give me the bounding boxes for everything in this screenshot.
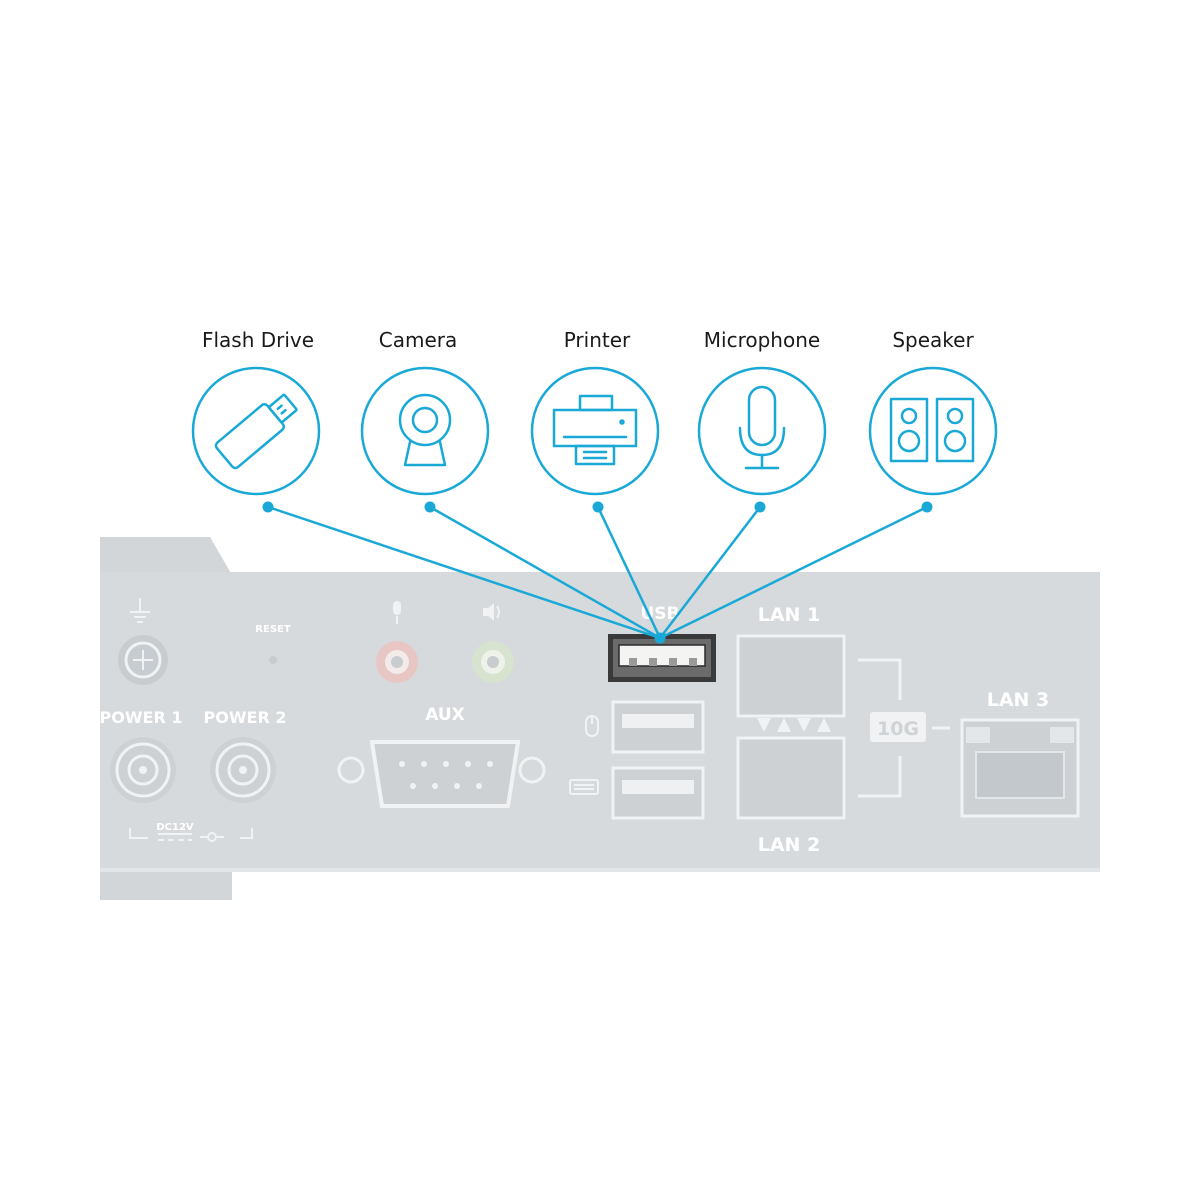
usb-port-keyboard: [611, 766, 705, 820]
mic-symbol-icon: [393, 601, 401, 624]
speaker-icon: [868, 366, 998, 496]
webcam-icon: [360, 366, 490, 496]
speaker-symbol-icon: [483, 603, 500, 621]
ground-symbol-icon: [130, 598, 150, 623]
ground-screw: [118, 635, 168, 685]
dc-label: DC12V: [156, 822, 194, 833]
lan1-sfp-cage: [736, 634, 846, 718]
lan3-rj45-port: [960, 718, 1080, 818]
aux-label: AUX: [425, 705, 465, 725]
label-printer: Printer: [563, 328, 631, 352]
connector-dot-usb: [654, 632, 666, 644]
usb-port-mouse: [611, 700, 705, 754]
dc-rating: [129, 828, 253, 842]
lan2-sfp-cage: [736, 736, 846, 820]
microphone-icon: [697, 366, 827, 496]
power1-connector: [110, 737, 176, 803]
10g-bracket: [858, 658, 950, 798]
device-back-panel: RESET POWER 1 POWER 2: [100, 537, 1100, 900]
sfp-led-indicators: [757, 718, 831, 732]
keyboard-symbol-icon: [569, 779, 599, 795]
mouse-symbol-icon: [585, 715, 599, 737]
10g-label: 10G: [877, 718, 919, 740]
flash-drive-icon: [191, 366, 321, 496]
aux-serial-port: [337, 740, 546, 808]
label-flash-drive: Flash Drive: [201, 328, 315, 352]
connector-lines: [262, 501, 933, 644]
printer-icon: [530, 366, 660, 496]
connector-dot-printer: [592, 501, 604, 513]
connector-dot-microphone: [754, 501, 766, 513]
lan3-label: LAN 3: [987, 689, 1050, 711]
connector-dot-camera: [424, 501, 436, 513]
reset-button: [269, 656, 277, 664]
power2-label: POWER 2: [204, 708, 287, 727]
label-microphone: Microphone: [703, 328, 821, 352]
speaker-jack: [472, 641, 514, 683]
label-speaker: Speaker: [892, 328, 974, 352]
reset-label: RESET: [255, 624, 291, 635]
usb-port-highlighted: [608, 634, 716, 682]
mic-jack: [376, 641, 418, 683]
connector-dot-speaker: [921, 501, 933, 513]
power1-label: POWER 1: [100, 708, 183, 727]
connector-dot-flash-drive: [262, 501, 274, 513]
label-camera: Camera: [378, 328, 458, 352]
lan2-label: LAN 2: [758, 834, 821, 856]
power2-connector: [210, 737, 276, 803]
10g-badge: [870, 712, 926, 742]
lan1-label: LAN 1: [758, 604, 821, 626]
